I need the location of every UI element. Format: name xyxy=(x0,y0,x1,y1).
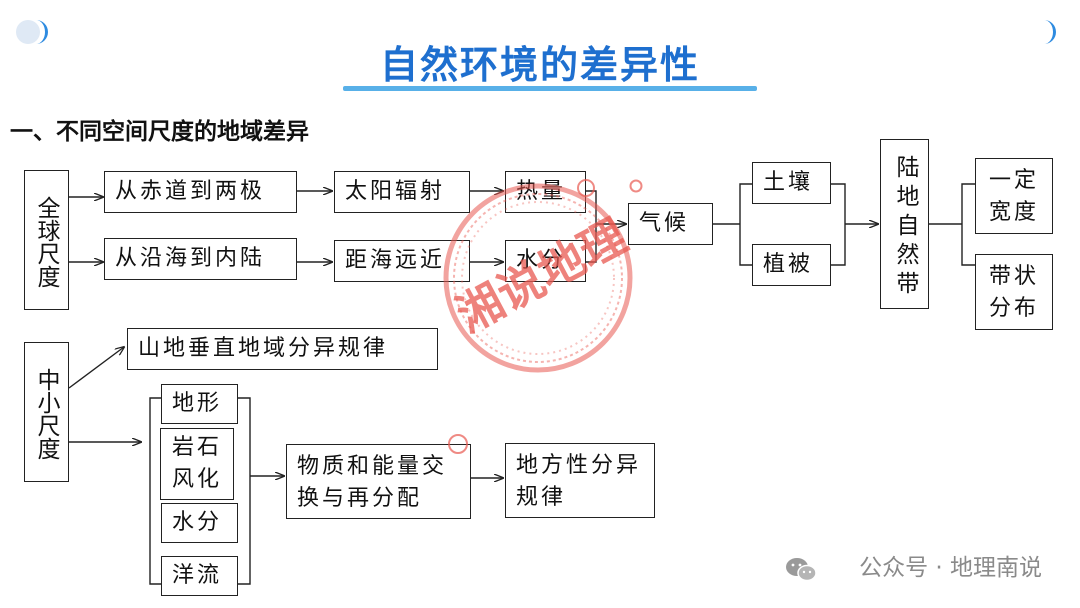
rock-weathering-text: 岩石风化 xyxy=(171,435,222,492)
material-energy-exchange-box: 物质和能量交换与再分配 xyxy=(286,444,471,519)
rock-weathering-box: 岩石风化 xyxy=(160,428,234,500)
terrain-box: 地形 xyxy=(161,384,238,424)
local-scale-box: 中小尺度 xyxy=(24,342,69,482)
natural-belt-box: 陆地自然带 xyxy=(880,139,929,309)
title-underline xyxy=(343,86,757,91)
climate-box: 气候 xyxy=(628,203,713,245)
section-heading: 一、不同空间尺度的地域差异 xyxy=(10,119,309,145)
soil-box: 土壤 xyxy=(752,162,831,204)
water-box: 水分 xyxy=(505,240,586,282)
certain-width-box: 一定宽度 xyxy=(975,158,1053,234)
material-energy-exchange-text: 物质和能量交换与再分配 xyxy=(297,454,448,511)
page-title: 自然环境的差异性 xyxy=(379,43,700,87)
moon-decoration-left-icon xyxy=(16,20,48,44)
wechat-icon xyxy=(786,558,817,582)
coast-to-inland-box: 从沿海到内陆 xyxy=(104,238,297,280)
moon-decoration-right-icon xyxy=(1044,20,1056,44)
equator-to-poles-box: 从赤道到两极 xyxy=(104,171,297,213)
vegetation-box: 植被 xyxy=(752,244,831,286)
local-differentiation-rule-box: 地方性分异规律 xyxy=(505,443,655,518)
global-scale-box: 全球尺度 xyxy=(24,170,69,310)
mountain-vertical-rule-box: 山地垂直地域分异规律 xyxy=(127,328,438,370)
water-factor-box: 水分 xyxy=(161,503,238,543)
band-distribution-text: 带状分布 xyxy=(988,264,1039,321)
stamp-small-circle-3 xyxy=(448,434,468,454)
local-differentiation-rule-text: 地方性分异规律 xyxy=(516,453,642,510)
stamp-watermark xyxy=(443,183,633,373)
certain-width-text: 一定宽度 xyxy=(988,168,1039,225)
stamp-small-circle-2 xyxy=(629,179,643,193)
solar-radiation-box: 太阳辐射 xyxy=(334,171,470,213)
band-distribution-box: 带状分布 xyxy=(975,254,1053,330)
watermark-text: 公众号 · 地理南说 xyxy=(859,555,1042,581)
stamp-small-circle-1 xyxy=(577,179,595,197)
ocean-current-box: 洋流 xyxy=(161,556,238,596)
